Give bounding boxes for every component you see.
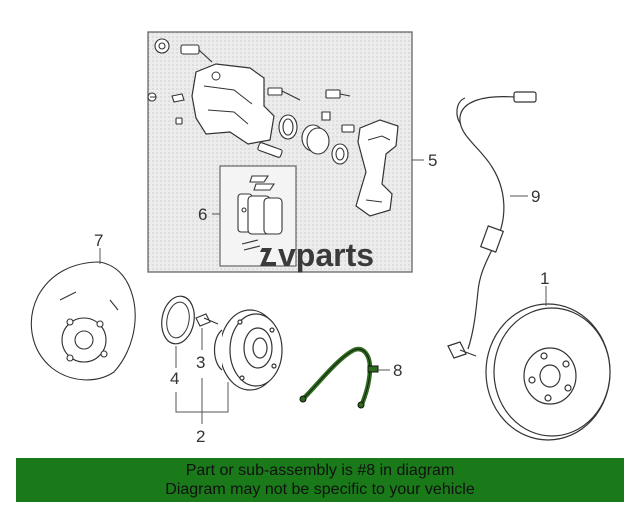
banner-line-1: Part or sub-assembly is #8 in diagram (185, 462, 455, 479)
banner-line-2: Diagram may not be specific to your vehi… (165, 481, 475, 498)
dust-shield (30, 261, 136, 381)
hub-bolt (195, 313, 219, 327)
caliper-body (191, 63, 275, 145)
callout-6: 6 (198, 205, 207, 224)
brake-pads (237, 175, 283, 251)
callout-5: 5 (428, 151, 437, 170)
hub-bearing (213, 309, 283, 391)
callout-8: 8 (393, 361, 402, 380)
callout-3: 3 (196, 353, 205, 372)
callout-2: 2 (196, 427, 205, 446)
watermark-logo: vparts (260, 237, 374, 273)
callout-7: 7 (94, 231, 103, 250)
watermark-text: vparts (278, 237, 374, 273)
wheel-speed-sensor (447, 91, 537, 359)
caliper-bracket (355, 119, 399, 217)
callout-1: 1 (540, 269, 549, 288)
callout-9: 9 (531, 187, 540, 206)
info-banner: Part or sub-assembly is #8 in diagram Di… (16, 458, 624, 502)
caliper-hardware (147, 38, 355, 165)
callout-4: 4 (170, 369, 179, 388)
brake-rotor (485, 303, 611, 441)
brake-hose-highlighted (299, 346, 379, 409)
